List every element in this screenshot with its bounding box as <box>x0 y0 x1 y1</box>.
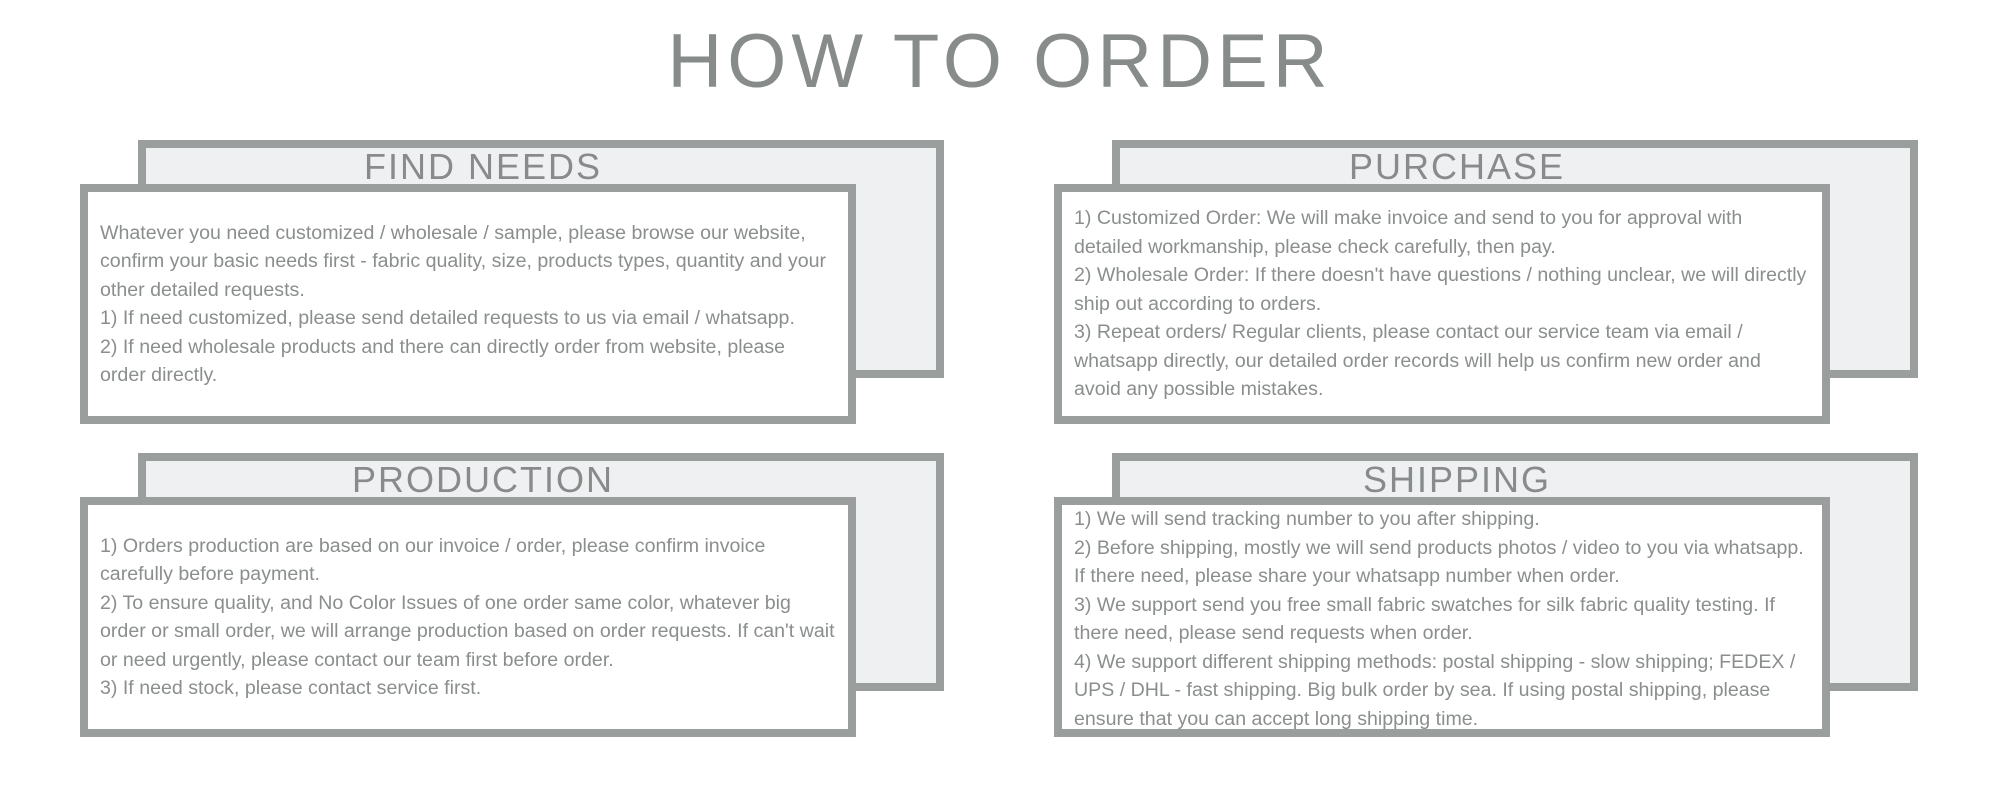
card-heading: PRODUCTION <box>352 459 614 500</box>
card-front-panel: 1) We will send tracking number to you a… <box>1054 497 1830 737</box>
card-front-panel: 1) Orders production are based on our in… <box>80 497 856 737</box>
card-front-panel: 1) Customized Order: We will make invoic… <box>1054 184 1830 424</box>
card-line: Whatever you need customized / wholesale… <box>100 221 827 301</box>
card-heading: PURCHASE <box>1348 146 1566 187</box>
page-title: HOW TO ORDER <box>667 19 1333 104</box>
card-heading: FIND NEEDS <box>363 146 603 187</box>
card-line: 1) We will send tracking number to you a… <box>1074 508 1540 530</box>
card-line: 3) Repeat orders/ Regular clients, pleas… <box>1074 321 1761 401</box>
card-front-panel: Whatever you need customized / wholesale… <box>80 184 856 424</box>
card-body: Whatever you need customized / wholesale… <box>100 192 836 416</box>
card-line: 3) If need stock, please contact service… <box>100 677 482 699</box>
card-heading: SHIPPING <box>1362 459 1552 500</box>
card-line: 1) Orders production are based on our in… <box>100 534 766 586</box>
card-line: 2) To ensure quality, and No Color Issue… <box>100 591 835 671</box>
card-body: 1) Orders production are based on our in… <box>100 505 836 729</box>
card-line: 2) Wholesale Order: If there doesn't hav… <box>1074 264 1807 315</box>
card-line: 2) If need wholesale products and there … <box>100 335 786 387</box>
card-body: 1) We will send tracking number to you a… <box>1074 505 1810 730</box>
card-line: 4) We support different shipping methods… <box>1074 650 1796 730</box>
card-line: 3) We support send you free small fabric… <box>1074 593 1775 645</box>
card-line: 2) Before shipping, mostly we will send … <box>1074 536 1804 588</box>
card-body: 1) Customized Order: We will make invoic… <box>1074 192 1810 416</box>
card-line: 1) If need customized, please send detai… <box>100 307 795 329</box>
card-line: 1) Customized Order: We will make invoic… <box>1074 207 1743 258</box>
